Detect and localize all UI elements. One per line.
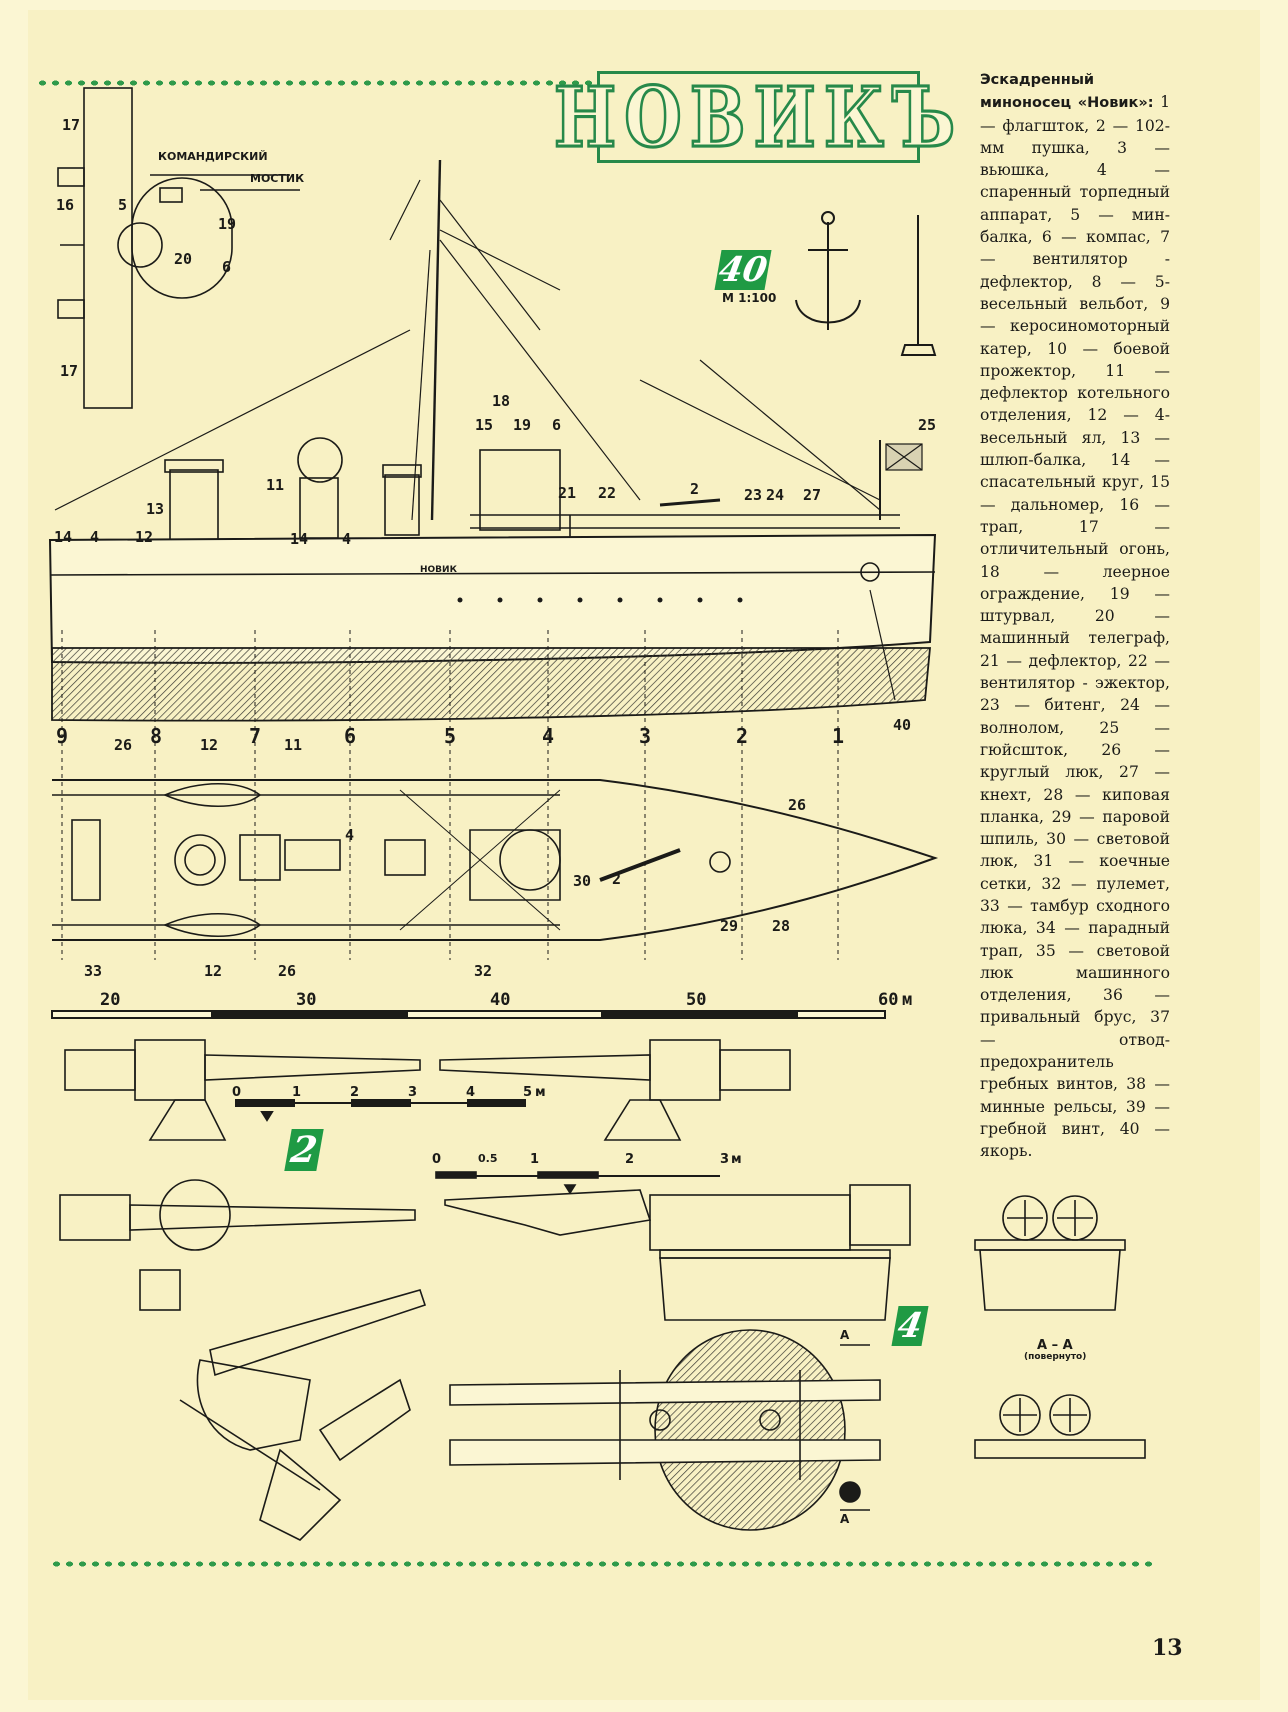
profile-label-11: 11 [266,476,285,494]
bridge-label-16: 16 [56,196,75,214]
gun-scale-unit: м [535,1085,546,1100]
profile-label-12: 12 [135,528,154,546]
profile-label-27: 27 [803,486,822,504]
profile-label-15: 15 [475,416,494,434]
bridge-plan [57,87,300,409]
plan-label-26-right: 26 [788,796,807,814]
section-mark-bottom: А [840,1512,850,1526]
frame-number-3: 3 [639,724,652,748]
legend-text: 1 — флагшток, 2 — 102-мм пушка, 3 — вьюш… [980,93,1170,1161]
profile-label-19: 19 [513,416,532,434]
page-number: 13 [1152,1635,1183,1661]
plan-label-26-bottom: 26 [278,962,297,980]
scale-ratio-label: M 1:100 [722,291,777,305]
plan-label-2: 2 [612,870,622,888]
bridge-title: КОМАНДИРСКИЙ [158,150,268,163]
ship-scale-50: 50 [686,990,707,1010]
profile-label-25: 25 [918,416,937,434]
anchors [795,211,937,356]
plan-label-11: 11 [284,736,303,754]
plan-label-32: 32 [474,962,493,980]
torpedo-scale-unit: м [731,1152,742,1167]
plan-label-29: 29 [720,917,739,935]
ship-scale-40: 40 [490,990,511,1010]
profile-label-4-left: 4 [90,528,100,546]
ship-scale-30: 30 [296,990,317,1010]
plan-label-30: 30 [573,872,592,890]
section-sublabel: (повернуто) [1024,1352,1087,1362]
top-chain-border [36,76,596,90]
frame-number-8: 8 [150,724,163,748]
bridge-label-20: 20 [174,250,193,268]
frame-number-9: 9 [56,724,69,748]
profile-label-23: 23 [744,486,763,504]
title-frame: НОВИКЪ [553,67,957,168]
profile-label-13: 13 [146,500,165,518]
ship-scale-bar [51,1010,886,1019]
bridge-label-6: 6 [222,258,232,276]
plan-label-12-top: 12 [200,736,219,754]
gun-scale-3: 3 [408,1085,418,1100]
legend-block: Эскадренный миноносец «Новик»: 1 — флагш… [980,68,1170,1163]
plan-label-26-left: 26 [114,736,133,754]
torpedo-tube-side [435,1171,911,1321]
bridge-label-17-top: 17 [62,116,81,134]
profile-label-14-left: 14 [54,528,73,546]
gun-scale-bar [235,1099,526,1122]
frame-number-7: 7 [249,724,262,748]
deck-plan [52,779,939,941]
frame-number-1: 1 [832,724,845,748]
magazine-title: НОВИКЪ [553,67,964,168]
gun-perspective-view [139,1269,427,1541]
bridge-subtitle: МОСТИК [250,172,305,185]
ship-scale-60: 60 [878,990,899,1010]
hull-name-plate: НОВИК [420,565,457,575]
torpedo-tube-plan [449,1329,881,1531]
plan-label-33: 33 [84,962,103,980]
torpedo-scale-0: 0 [432,1152,442,1167]
torpedo-scale-2: 2 [625,1152,635,1167]
torpedo-scale-3: 3 [720,1152,730,1167]
profile-label-22: 22 [598,484,617,502]
gun-scale-2: 2 [350,1085,360,1100]
bridge-label-19: 19 [218,215,237,233]
gun-scale-5: 5 [523,1085,533,1100]
section-label: А – А [1037,1338,1073,1353]
legend-heading: Эскадренный миноносец «Новик»: [980,72,1154,112]
frame-number-4: 4 [542,724,555,748]
profile-label-40: 40 [893,716,912,734]
superstructure [164,437,900,541]
frame-number-2: 2 [736,724,749,748]
bridge-label-17-bottom: 17 [60,362,79,380]
frame-lines [61,630,839,960]
frame-number-6: 6 [344,724,357,748]
profile-label-24: 24 [766,486,785,504]
plan-label-28: 28 [772,917,791,935]
profile-label-14-mid: 14 [290,530,309,548]
frame-number-5: 5 [444,724,457,748]
profile-label-21: 21 [558,484,577,502]
torpedo-scale-0-5: 0.5 [478,1152,498,1165]
profile-label-4-mid: 4 [342,530,352,548]
hull-profile [48,533,937,722]
gun-scale-1: 1 [292,1085,302,1100]
plan-label-4: 4 [345,826,355,844]
bridge-label-5: 5 [118,196,128,214]
plan-label-12-bottom: 12 [204,962,223,980]
page-sheet [28,10,1260,1700]
gun-side-views [59,1039,791,1251]
profile-label-18: 18 [492,392,511,410]
section-mark-top: А [840,1328,850,1342]
torpedo-tube-front [974,1195,1146,1459]
torpedo-scale-1: 1 [530,1152,540,1167]
profile-label-2: 2 [690,480,700,498]
gun-scale-0: 0 [232,1085,242,1100]
ship-scale-20: 20 [100,990,121,1010]
bottom-chain-border [50,1557,1155,1571]
gun-scale-4: 4 [466,1085,476,1100]
ship-scale-unit: м [902,990,913,1010]
profile-label-6: 6 [552,416,562,434]
